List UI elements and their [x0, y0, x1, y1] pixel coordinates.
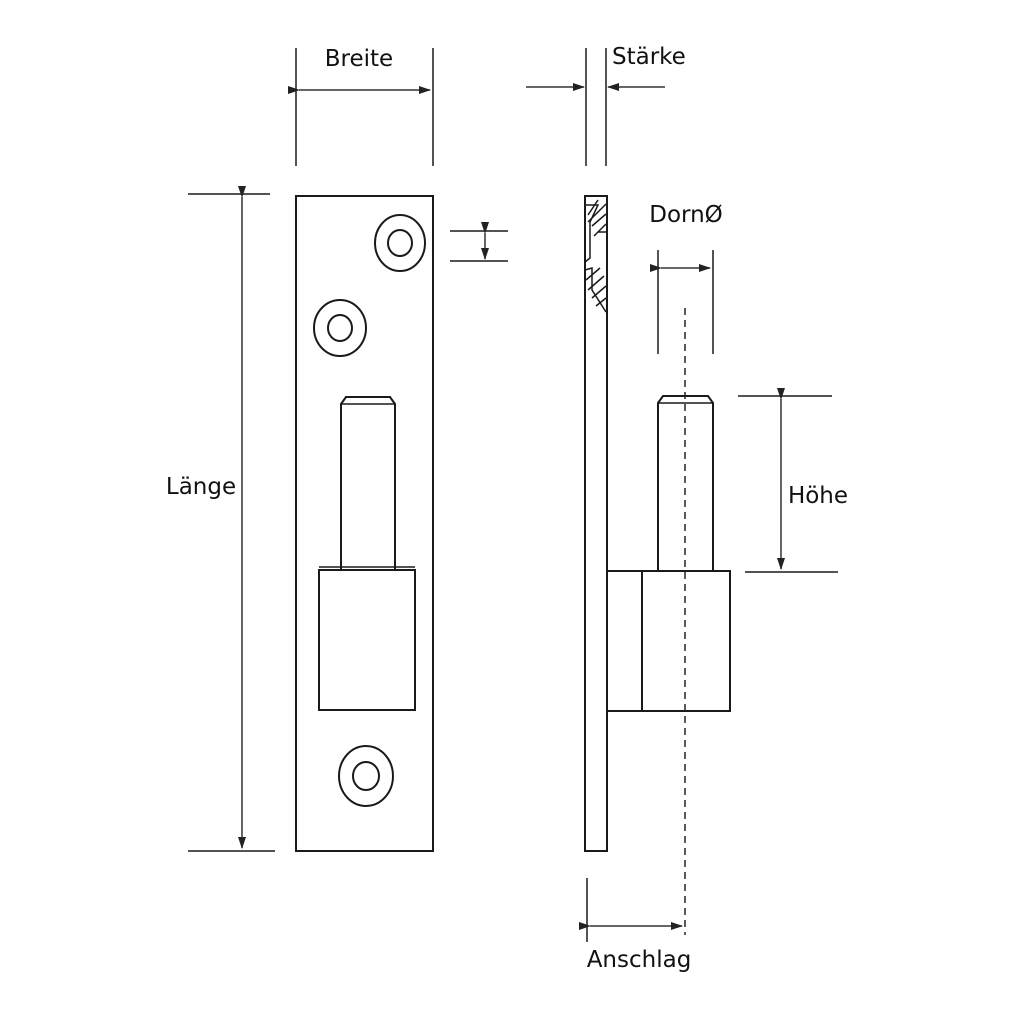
screw-hole-top — [374, 214, 426, 272]
front-pin-sleeve — [318, 566, 416, 711]
height-label: Höhe — [788, 483, 848, 509]
front-pin — [340, 396, 396, 570]
screw-hole-bottom — [338, 745, 394, 807]
offset-dimension: Anschlag — [579, 878, 692, 973]
pin-diameter-label: DornØ — [649, 202, 723, 228]
front-plate-outline — [295, 195, 434, 852]
length-label: Länge — [166, 474, 236, 500]
front-view — [295, 195, 434, 852]
width-label: Breite — [325, 46, 393, 72]
thickness-dimension: Stärke — [526, 44, 686, 166]
height-dimension: Höhe — [738, 388, 848, 573]
thickness-label: Stärke — [612, 44, 686, 70]
side-sleeve — [606, 570, 731, 712]
hole-size-dimension — [450, 222, 508, 262]
countersink-section-top — [584, 199, 607, 263]
countersink-section-bottom — [584, 267, 607, 313]
side-plate-outline — [584, 195, 608, 852]
side-view — [584, 195, 731, 935]
screw-hole-middle — [313, 299, 367, 357]
pin-diameter-dimension: DornØ — [649, 202, 723, 354]
width-dimension: Breite — [288, 46, 434, 166]
offset-label: Anschlag — [587, 947, 692, 973]
length-dimension: Länge — [166, 186, 275, 852]
